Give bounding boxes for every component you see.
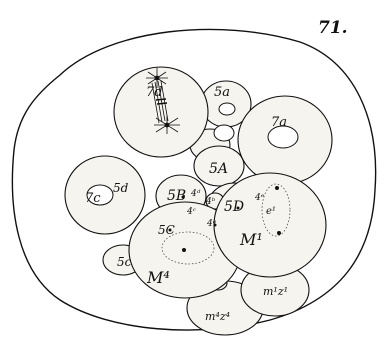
label-4e: 4ᵉ [254,193,265,203]
label-M1: M¹ [239,230,263,249]
label-e1: e¹ [266,206,276,217]
label-m4z4: m⁴z⁴ [205,310,230,323]
nucleus-5a [219,103,235,115]
label-4b: 4ᵇ [205,197,216,207]
label-7d: 7d [146,85,163,100]
label-7c: 7c [85,191,101,206]
label-5D: 5D [224,199,244,215]
cell-M1 [214,173,326,277]
label-5a: 5a [214,85,230,100]
label-4c: 4ᶜ [186,207,196,217]
label-5c: 5c [117,255,132,269]
label-4a: 4ᵃ [206,219,216,229]
label-m1z1: m¹z¹ [263,285,288,298]
label-7a: 7a [271,115,287,130]
label-4d: 4ᵈ [190,189,201,199]
label-5B: 5B [167,188,186,204]
label-5C: 5C [158,223,175,237]
label-5A: 5A [209,161,228,177]
label-5d: 5d [113,181,129,195]
label-M4: M⁴ [146,268,170,287]
nucleus-5A [214,125,234,141]
figure-number: 71. [318,18,348,38]
